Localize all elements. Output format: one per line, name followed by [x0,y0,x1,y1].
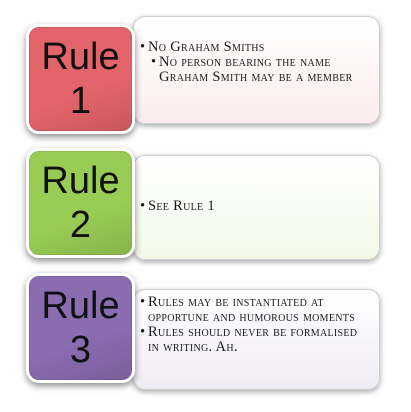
rule-3-panel: Rules may be instantiated at opportune a… [133,289,380,390]
rule-1-number: 1 [69,80,92,122]
rule-3-bullets: Rules may be instantiated at opportune a… [140,295,371,355]
rule-1-bullet-1: No Graham Smiths [140,40,371,56]
rule-3-word: Rule [41,285,120,327]
rule-1-bullets: No Graham Smiths No person bearing the n… [140,40,371,85]
rule-2-bullets: See Rule 1 [140,199,371,215]
rule-3-bullet-2: Rules should never be formalised in writ… [140,325,371,355]
rule-1-box: Rule 1 [26,24,135,134]
rule-2-box: Rule 2 [26,148,135,258]
rule-2-bullet-1: See Rule 1 [140,199,371,215]
rule-3-bullet-1: Rules may be instantiated at opportune a… [140,295,371,325]
rule-2-word: Rule [41,160,120,202]
rule-3-number: 3 [69,329,92,371]
rule-1-bullet-2: No person bearing the name Graham Smith … [151,55,371,85]
rule-1-word: Rule [41,36,120,78]
rule-2-panel: See Rule 1 [133,155,380,260]
rule-3-box: Rule 3 [26,273,135,383]
rule-1-panel: No Graham Smiths No person bearing the n… [133,16,380,124]
rule-2-number: 2 [69,204,92,246]
